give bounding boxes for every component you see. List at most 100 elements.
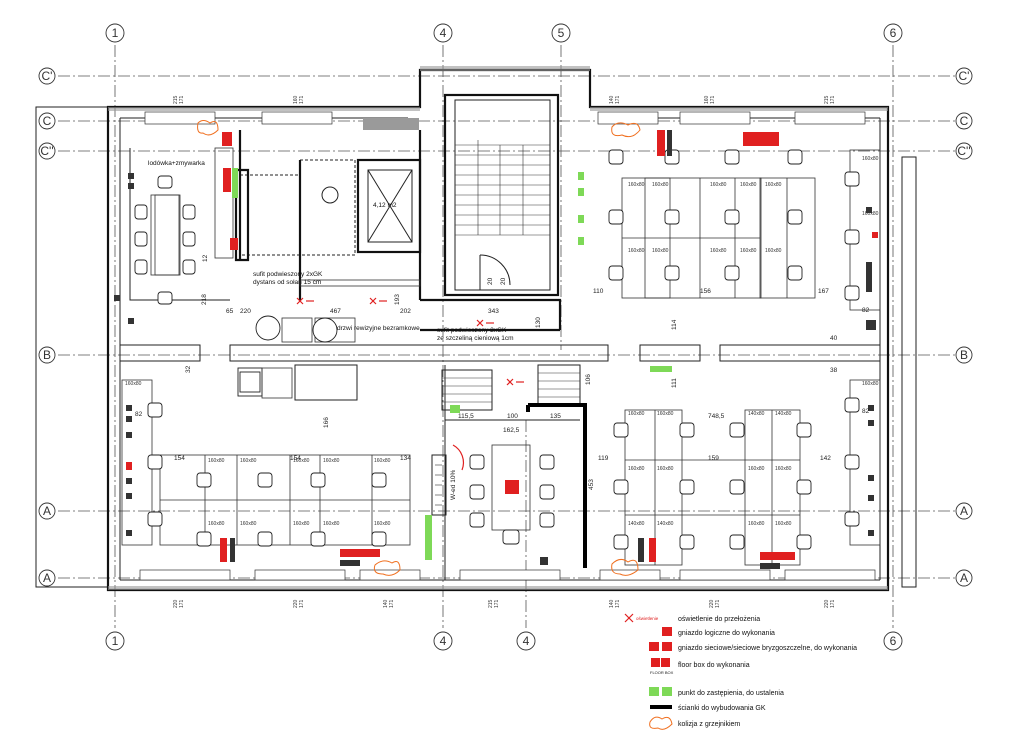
legend-item-floor-box: FLOOR BOX floor box do wykonania xyxy=(650,658,750,675)
svg-text:160x80: 160x80 xyxy=(293,458,310,464)
svg-text:82: 82 xyxy=(862,307,870,314)
office-south-east: 160x80 160x80 140x80 140x80 160x80 160x8… xyxy=(611,379,881,576)
svg-text:140: 140 xyxy=(609,599,615,608)
svg-text:160x80: 160x80 xyxy=(628,248,645,254)
svg-text:160: 160 xyxy=(293,95,299,104)
svg-text:220: 220 xyxy=(824,599,830,608)
svg-text:140: 140 xyxy=(609,95,615,104)
svg-text:ścianki do wybudowania GK: ścianki do wybudowania GK xyxy=(678,705,766,712)
svg-text:156: 156 xyxy=(700,288,711,295)
inspection-door-note: drzwi rewizyjne bezramkowe xyxy=(337,325,420,332)
kitchen-fridge-label: lodówka+zmywarka xyxy=(148,160,205,167)
svg-text:160x80: 160x80 xyxy=(293,521,310,527)
svg-text:160x80: 160x80 xyxy=(862,381,879,387)
svg-text:160x80: 160x80 xyxy=(628,182,645,188)
svg-text:160x80: 160x80 xyxy=(628,411,645,417)
svg-text:6: 6 xyxy=(890,634,897,648)
svg-text:C'': C'' xyxy=(957,144,970,158)
ceiling-note-2a: sufit podwieszony 2xGK xyxy=(437,327,507,334)
svg-text:1: 1 xyxy=(112,634,119,648)
svg-text:193: 193 xyxy=(394,294,401,305)
svg-text:114: 114 xyxy=(671,319,678,330)
meeting-dim: 162,5 xyxy=(503,427,520,434)
svg-text:C': C' xyxy=(959,69,970,83)
interior-walls xyxy=(119,130,881,580)
svg-text:135: 135 xyxy=(550,413,561,420)
svg-text:160x80: 160x80 xyxy=(208,458,225,464)
lounge-seating xyxy=(237,315,338,399)
svg-text:215: 215 xyxy=(173,95,179,104)
svg-text:160x80: 160x80 xyxy=(775,521,792,527)
axis-label-col-5: 5 xyxy=(558,26,565,40)
svg-text:160x80: 160x80 xyxy=(740,248,757,254)
svg-text:C': C' xyxy=(42,69,53,83)
svg-text:140x80: 140x80 xyxy=(748,411,765,417)
svg-text:215: 215 xyxy=(488,599,494,608)
axis-label-col-6: 6 xyxy=(890,26,897,40)
svg-text:160x80: 160x80 xyxy=(240,458,257,464)
svg-text:171: 171 xyxy=(615,95,621,104)
svg-text:20: 20 xyxy=(500,277,507,285)
legend-item-gk-wall: ścianki do wybudowania GK xyxy=(650,705,766,712)
legend-item-logical-socket: gniazdo logiczne do wykonania xyxy=(662,627,775,637)
svg-text:160x80: 160x80 xyxy=(657,411,674,417)
svg-text:B: B xyxy=(43,348,51,362)
column-bubbles-bottom: 1 4 4 6 xyxy=(105,631,903,651)
svg-text:160x80: 160x80 xyxy=(862,156,879,162)
legend-item-radiator-collision: kolizja z grzejnikiem xyxy=(649,716,740,730)
ceiling-note-1b: dystans od sołan 15 cm xyxy=(253,279,321,286)
svg-text:160x80: 160x80 xyxy=(628,466,645,472)
svg-text:220: 220 xyxy=(293,599,299,608)
svg-text:220: 220 xyxy=(173,599,179,608)
svg-text:FLOOR BOX: FLOOR BOX xyxy=(650,670,674,675)
svg-text:218: 218 xyxy=(201,294,208,305)
svg-text:160x80: 160x80 xyxy=(775,466,792,472)
svg-text:142: 142 xyxy=(820,455,831,462)
svg-text:160x80: 160x80 xyxy=(862,211,879,217)
ceiling-note-1a: sufit podwieszony 2xGK xyxy=(253,271,323,278)
svg-text:159: 159 xyxy=(708,455,719,462)
ceiling-note-2b: ze szczeliną cieniową 1cm xyxy=(437,335,514,342)
svg-text:202: 202 xyxy=(400,308,411,315)
svg-text:167: 167 xyxy=(818,288,829,295)
legend: oświetlenie oświetlenie do przełożenia g… xyxy=(624,613,857,730)
svg-text:160x80: 160x80 xyxy=(323,521,340,527)
svg-text:220: 220 xyxy=(709,599,715,608)
legend-item-point-replace: punkt do zastępienia, do ustalenia xyxy=(649,687,784,697)
svg-text:160x80: 160x80 xyxy=(208,521,225,527)
svg-text:110: 110 xyxy=(593,288,604,295)
svg-text:160x80: 160x80 xyxy=(652,248,669,254)
partition-label: W-ed 10% xyxy=(450,470,457,500)
svg-text:130: 130 xyxy=(535,317,542,328)
legend-item-lighting: oświetlenie oświetlenie do przełożenia xyxy=(624,613,760,623)
svg-text:160x80: 160x80 xyxy=(323,458,340,464)
svg-text:140: 140 xyxy=(383,599,389,608)
svg-text:20: 20 xyxy=(487,277,494,285)
svg-text:82: 82 xyxy=(135,411,143,418)
lighting-relocation-marks xyxy=(296,297,524,386)
svg-text:100: 100 xyxy=(507,413,518,420)
ceiling-notes: sufit podwieszony 2xGK dystans od sołan … xyxy=(253,271,514,342)
svg-text:160x80: 160x80 xyxy=(740,182,757,188)
svg-text:171: 171 xyxy=(299,599,305,608)
svg-text:160x80: 160x80 xyxy=(240,521,257,527)
svg-text:111: 111 xyxy=(671,378,678,388)
axis-label-col-4: 4 xyxy=(440,26,447,40)
meeting-room: 162,5 W-ed 10% xyxy=(450,427,555,565)
svg-text:kolizja z grzejnikiem: kolizja z grzejnikiem xyxy=(678,721,740,728)
svg-text:floor box do wykonania: floor box do wykonania xyxy=(678,662,750,669)
svg-text:215: 215 xyxy=(824,95,830,104)
svg-text:A: A xyxy=(960,504,968,518)
elevator-area: 4,12 m2 xyxy=(373,202,397,209)
svg-text:A: A xyxy=(43,571,51,585)
svg-text:A: A xyxy=(43,504,51,518)
svg-text:171: 171 xyxy=(710,95,716,104)
svg-text:160x80: 160x80 xyxy=(374,521,391,527)
svg-text:160: 160 xyxy=(704,95,710,104)
svg-text:171: 171 xyxy=(179,95,185,104)
svg-text:154: 154 xyxy=(290,455,301,462)
svg-text:32: 32 xyxy=(185,365,192,373)
svg-text:343: 343 xyxy=(488,308,499,315)
svg-text:40: 40 xyxy=(830,335,838,342)
